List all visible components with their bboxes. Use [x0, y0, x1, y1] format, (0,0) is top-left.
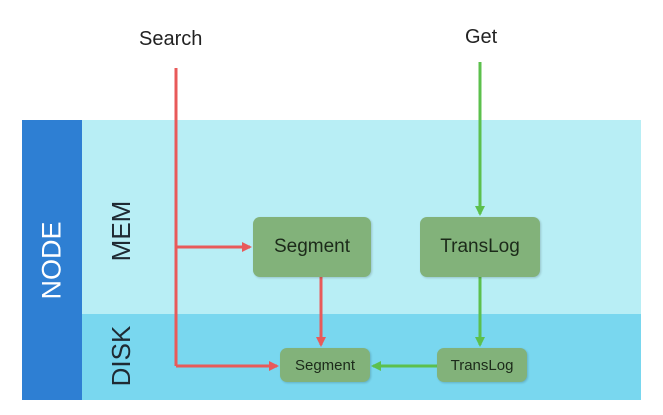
search-label: Search [139, 28, 203, 50]
node-bar [22, 120, 82, 400]
disk-translog-box: TransLog [437, 348, 527, 382]
get-label: Get [465, 26, 498, 48]
mem-translog-box: TransLog [420, 217, 540, 277]
mem-segment-box: Segment [253, 217, 371, 277]
disk-segment-box: Segment [280, 348, 370, 382]
